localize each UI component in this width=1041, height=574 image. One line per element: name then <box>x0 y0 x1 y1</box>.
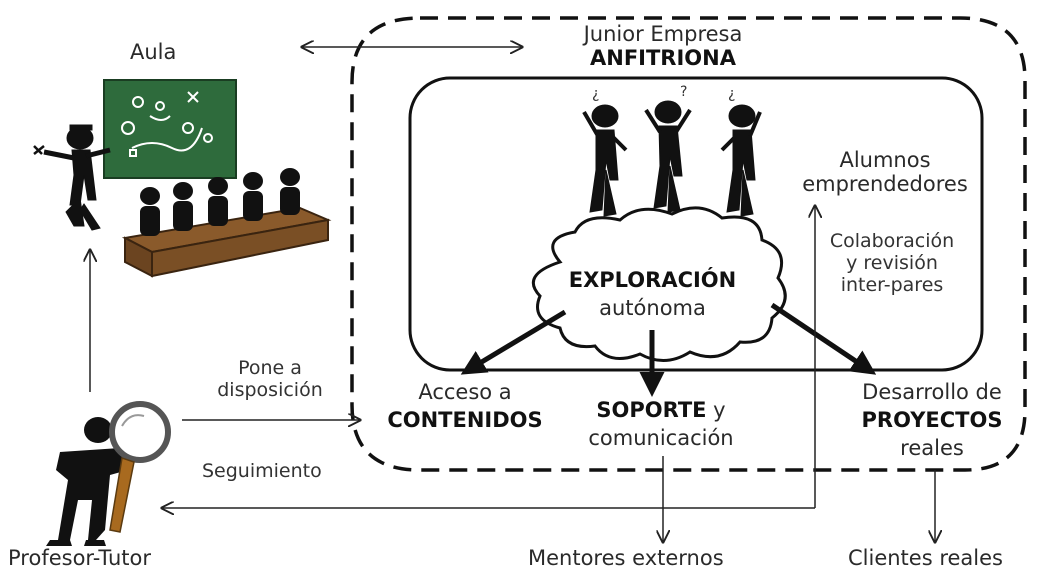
arrow-to-contenidos <box>460 309 567 375</box>
contenidos-line: CONTENIDOS <box>387 408 543 433</box>
pone-line2: disposición <box>217 378 323 401</box>
aula-label: Aula <box>130 40 177 64</box>
colaboracion-label: Colaboración y revisión inter-pares <box>808 230 976 297</box>
reales-line: reales <box>900 436 964 461</box>
junior-empresa-line1: Junior Empresa <box>583 22 743 46</box>
alumnos-line2: emprendedores <box>802 172 968 197</box>
exploracion-label: EXPLORACIÓN autónoma <box>540 268 765 320</box>
svg-text:?: ? <box>680 84 687 100</box>
comunicacion-line: comunicación <box>588 426 734 451</box>
alumnos-line1: Alumnos <box>839 148 931 172</box>
soporte-word: SOPORTE <box>596 398 707 422</box>
svg-text:¿: ¿ <box>592 86 599 102</box>
seguimiento-label: Seguimiento <box>202 460 322 482</box>
pone-disposicion-label: Pone a disposición <box>200 357 340 402</box>
cloud-icon <box>531 206 787 362</box>
acceso-line: Acceso a <box>418 380 512 404</box>
junior-empresa-boundary <box>350 16 1027 472</box>
teacher-icon <box>33 124 111 231</box>
soporte-y: y <box>706 398 726 422</box>
clientes-label: Clientes reales <box>848 546 1003 570</box>
colaboracion-line2: y revisión <box>846 251 938 274</box>
exploracion-subtitle: autónoma <box>599 296 706 321</box>
pone-line1: Pone a <box>238 357 302 379</box>
thinking-students-icon: ¿ ? ¿ <box>582 84 762 217</box>
soporte-label: SOPORTE y comunicación <box>566 398 756 450</box>
proyectos-label: Desarrollo de PROYECTOS reales <box>838 380 1026 460</box>
alumnos-label: Alumnos emprendedores <box>790 148 980 196</box>
contenidos-label: Acceso a CONTENIDOS <box>372 380 558 432</box>
colaboracion-line3: inter-pares <box>840 273 944 296</box>
svg-text:¿: ¿ <box>728 86 735 102</box>
profesor-tutor-label: Profesor-Tutor <box>8 546 152 570</box>
desarrollo-line: Desarrollo de <box>862 380 1002 404</box>
tutor-with-magnifier-icon <box>46 401 171 546</box>
soporte-line: SOPORTE y <box>566 398 756 422</box>
mentores-label: Mentores externos <box>528 546 724 570</box>
proyectos-line: PROYECTOS <box>861 408 1003 433</box>
chalkboard-icon <box>103 79 237 179</box>
students-at-desk-icon <box>121 168 332 278</box>
junior-empresa-line2: ANFITRIONA <box>590 46 736 71</box>
colaboracion-line1: Colaboración <box>829 230 955 252</box>
exploracion-title: EXPLORACIÓN <box>568 268 737 292</box>
junior-empresa-title: Junior Empresa ANFITRIONA <box>545 22 781 70</box>
arrow-to-proyectos <box>770 302 877 375</box>
